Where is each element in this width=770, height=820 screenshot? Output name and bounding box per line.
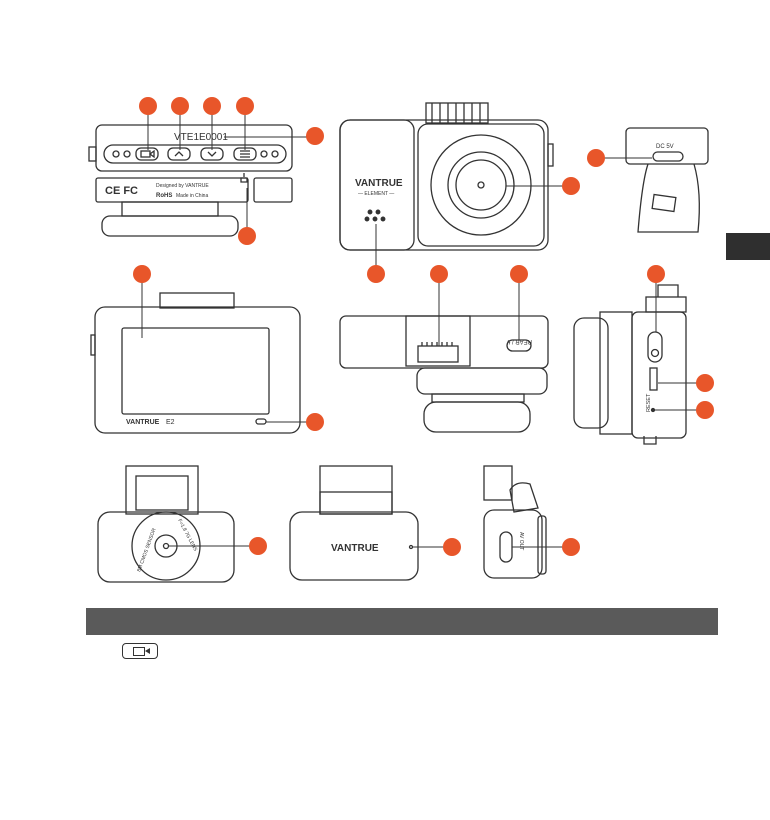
callout-marker	[430, 265, 448, 283]
screen-model-text: E2	[166, 419, 175, 426]
screen-brand-text: VANTRUE	[126, 419, 160, 426]
rohs-label: RoHS	[156, 193, 172, 199]
lens-text-right: F=1.8 7G LENS	[176, 518, 198, 553]
section-side-tab	[726, 233, 770, 260]
callout-marker	[133, 265, 151, 283]
brand-logo-text: VANTRUE	[355, 178, 403, 189]
callout-marker	[203, 97, 221, 115]
callout-marker	[562, 177, 580, 195]
callout-marker	[562, 538, 580, 556]
section-header-bar	[86, 608, 718, 635]
callout-marker	[238, 227, 256, 245]
section-header-title	[86, 614, 96, 629]
reset-label: RESET	[646, 393, 652, 412]
lens-text-left: 8M CMOS SENSOR	[136, 527, 157, 572]
front-view	[340, 103, 553, 250]
callout-marker	[236, 97, 254, 115]
callout-marker	[139, 97, 157, 115]
side-view	[574, 285, 686, 444]
callout-marker	[696, 401, 714, 419]
made-in-label: Made in China	[176, 193, 208, 199]
callout-marker	[647, 265, 665, 283]
key-legend-row	[86, 640, 718, 662]
brand-sub-text: — ELEMENT —	[358, 191, 394, 197]
callout-marker	[171, 97, 189, 115]
callout-marker	[249, 537, 267, 555]
callout-marker	[367, 265, 385, 283]
rear-port-label: REAR / ϟ	[506, 338, 532, 344]
callout-marker	[443, 538, 461, 556]
callout-markers	[133, 97, 714, 556]
callout-marker	[587, 149, 605, 167]
model-id-label: VTE1E0001	[174, 132, 228, 143]
screen-view	[91, 293, 300, 433]
rear-cam-lens-view	[98, 466, 234, 582]
dc-5v-label: DC 5V	[656, 144, 674, 150]
rear-brand-text: VANTRUE	[331, 543, 379, 554]
callout-marker	[510, 265, 528, 283]
designed-by-label: Designed by VANTRUE	[156, 183, 209, 189]
rear-cam-front-view	[290, 466, 418, 580]
rear-cam-side-view	[484, 466, 546, 578]
record-button-icon	[122, 643, 158, 659]
bottom-view	[340, 316, 548, 432]
callout-marker	[306, 413, 324, 431]
callout-marker	[306, 127, 324, 145]
ce-fcc-mark: CE FC	[105, 185, 138, 197]
callout-marker	[696, 374, 714, 392]
av-out-label: AV OUT	[518, 532, 524, 550]
